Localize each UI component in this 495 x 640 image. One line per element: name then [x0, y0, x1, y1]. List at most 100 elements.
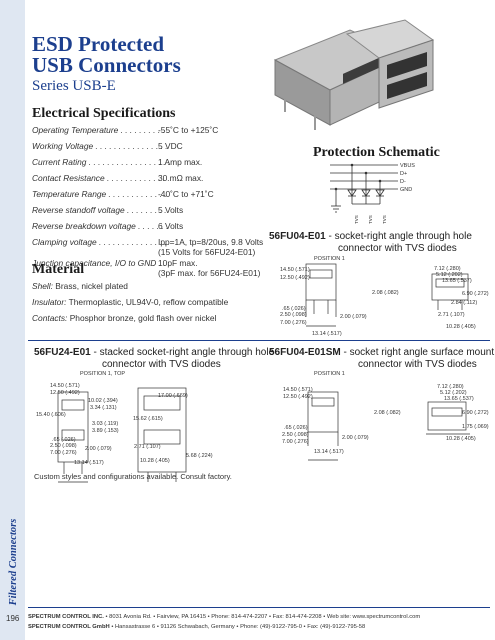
part-56fu24-e01-position: POSITION 1, TOP — [80, 371, 126, 377]
sidebar — [0, 0, 25, 640]
part-56fu04-e01-position: POSITION 1 — [314, 256, 345, 262]
material-shell: Shell: Brass, nickel plated — [32, 281, 128, 291]
spec-label: Reverse standoff voltage . . . . . . . .… — [32, 205, 167, 215]
p2-dim-0: 14.50 (.571) — [50, 383, 80, 389]
p2-dim-3: 10.02 (.394) — [88, 398, 118, 404]
spec-label: Junction capacitance, I/O to GND . . — [32, 258, 166, 268]
p2-dim-9: .65 (.026) — [52, 437, 76, 443]
footer-line-1: SPECTRUM CONTROL INC. • 8031 Avonia Rd. … — [28, 614, 421, 620]
p1-dim-12: 2.71 (.107) — [438, 312, 465, 318]
schematic-heading: Protection Schematic — [313, 145, 440, 160]
custom-note: Custom styles and configurations availab… — [34, 472, 232, 481]
footer-line-2: SPECTRUM CONTROL GmbH • Hansastrasse 6 •… — [28, 624, 366, 630]
title-line-2: USB Connectors — [32, 53, 181, 77]
part-56fu24-e01-desc: connector with TVS diodes — [102, 359, 221, 370]
p1-dim-7: 2.84 (.112) — [451, 300, 478, 306]
tvs-label-3: TVS — [382, 215, 387, 224]
p2-dim-13: 13.14 (.517) — [74, 460, 104, 466]
p2-dim-2: 15.40 (.606) — [36, 412, 66, 418]
p2-dim-10: 2.50 (.098) — [50, 443, 77, 449]
spec-value: -40˚C to +71˚C — [158, 189, 214, 199]
part-56fu04-e01-desc: connector with TVS diodes — [338, 243, 457, 254]
material-insulator: Insulator: Thermoplastic, UL94V-0, reflo… — [32, 297, 229, 307]
p2-dim-4: 3.34 (.131) — [90, 405, 117, 411]
p3-dim-5: 2.08 (.082) — [374, 410, 401, 416]
tvs-label-2: TVS — [368, 215, 373, 224]
spec-label: Current Rating . . . . . . . . . . . . .… — [32, 157, 171, 167]
protection-schematic: VBUS D+ D- GND TVS TVS TVS — [330, 163, 415, 224]
p3-dim-8: .65 (.026) — [284, 425, 308, 431]
page-subtitle: Series USB-E — [32, 78, 116, 94]
tvs-label-1: TVS — [354, 215, 359, 224]
spec-value: Ipp=1A, tp=8/20us, 9.8 Volts — [158, 237, 264, 247]
part-56fu04-e01-title: 56FU04-E01 - socket-right angle through … — [269, 231, 472, 242]
p1-dim-10: 7.00 (.276) — [280, 320, 307, 326]
p1-dim-6: 6.90 (.272) — [462, 291, 489, 297]
p2-dim-5: 3.03 (.119) — [92, 421, 119, 427]
p2-dim-8: 15.62 (.615) — [133, 416, 163, 422]
p3-dim-12: 13.14 (.517) — [314, 449, 344, 455]
spec-value-note: (15 Volts for 56FU24-E01) — [158, 247, 256, 257]
p2-dim-1: 12.50 (.492) — [50, 390, 80, 396]
p3-dim-7: 1.75 (.069) — [462, 424, 489, 430]
spec-label: Operating Temperature . . . . . . . . . … — [32, 125, 170, 135]
section-divider — [28, 340, 490, 341]
part-56fu04-e01sm-title: 56FU04-E01SM - socket right angle surfac… — [269, 347, 495, 358]
electrical-heading: Electrical Specifications — [32, 106, 176, 121]
p2-dim-11: 7.00 (.276) — [50, 450, 77, 456]
spec-value-note: (3pF max. for 56FU24-E01) — [158, 268, 261, 278]
spec-value: 5 VDC — [158, 141, 183, 151]
p1-dim-1: 12.50 (.492) — [280, 275, 310, 281]
p1-dim-9: 2.50 (.098) — [280, 312, 307, 318]
spec-label: Temperature Range . . . . . . . . . . . … — [32, 189, 167, 199]
p1-dim-11: 2.00 (.079) — [340, 314, 367, 320]
spec-label: Working Voltage . . . . . . . . . . . . … — [32, 141, 168, 151]
material-contacts: Contacts: Phosphor bronze, gold flash ov… — [32, 313, 217, 323]
p3-dim-9: 2.50 (.098) — [282, 432, 309, 438]
part-56fu04-e01sm-desc: connector with TVS diodes — [358, 359, 477, 370]
p3-dim-4: 13.65 (.537) — [444, 396, 474, 402]
p3-dim-10: 7.00 (.276) — [282, 439, 309, 445]
schematic-line-dplus: D+ — [400, 171, 407, 177]
connector-photo — [273, 19, 435, 130]
p3-dim-6: 6.90 (.272) — [462, 410, 489, 416]
drawing-56fu24-e01 — [57, 387, 187, 483]
p1-dim-8: .65 (.026) — [282, 306, 306, 312]
p2-dim-7: 17.00 (.669) — [158, 393, 188, 399]
p3-dim-0: 14.50 (.571) — [283, 387, 313, 393]
spec-value: 5 Volts — [158, 205, 184, 215]
footer-rule — [28, 607, 490, 608]
spec-label: Clamping voltage . . . . . . . . . . . .… — [32, 237, 167, 247]
title-line-1: ESD Protected — [32, 32, 164, 56]
page-title: ESD Protected USB Connectors — [32, 34, 181, 76]
p3-dim-13: 10.28 (.405) — [446, 436, 476, 442]
page-number: 196 — [6, 614, 20, 623]
p3-dim-11: 2.00 (.079) — [342, 435, 369, 441]
spec-value: 30 mΩ max. — [158, 173, 204, 183]
p1-dim-4: 13.65 (.537) — [442, 278, 472, 284]
p3-dim-3: 5.12 (.202) — [440, 390, 467, 396]
spec-value: 1 Amp max. — [158, 157, 203, 167]
p1-dim-5: 2.08 (.082) — [372, 290, 399, 296]
schematic-line-dminus: D- — [400, 179, 406, 185]
drawing-56fu04-e01 — [305, 263, 469, 327]
material-heading: Material — [32, 262, 85, 277]
sidebar-label: Filtered Connectors — [8, 518, 19, 606]
p2-dim-16: 5.68 (.224) — [186, 453, 213, 459]
p1-dim-2: 7.12 (.280) — [434, 266, 461, 272]
spec-label: Reverse breakdown voltage . . . . . . . — [32, 221, 169, 231]
p2-dim-6: 3.89 (.153) — [92, 428, 119, 434]
part-56fu24-e01-title: 56FU24-E01 - stacked socket-right angle … — [34, 347, 275, 358]
schematic-line-gnd: GND — [400, 187, 412, 193]
spec-label: Contact Resistance . . . . . . . . . . .… — [32, 173, 170, 183]
p1-dim-3: 5.12 (.202) — [436, 272, 463, 278]
p3-dim-1: 12.50 (.492) — [283, 394, 313, 400]
p1-dim-13: 10.28 (.405) — [446, 324, 476, 330]
schematic-line-vbus: VBUS — [400, 163, 415, 169]
part-56fu04-e01sm-position: POSITION 1 — [314, 371, 345, 377]
p1-dim-0: 14.50 (.571) — [280, 267, 310, 273]
p2-dim-12: 2.00 (.079) — [85, 446, 112, 452]
spec-value: 10pF max. — [158, 258, 198, 268]
p1-dim-14: 13.14 (.517) — [312, 331, 342, 337]
p3-dim-2: 7.12 (.280) — [437, 384, 464, 390]
